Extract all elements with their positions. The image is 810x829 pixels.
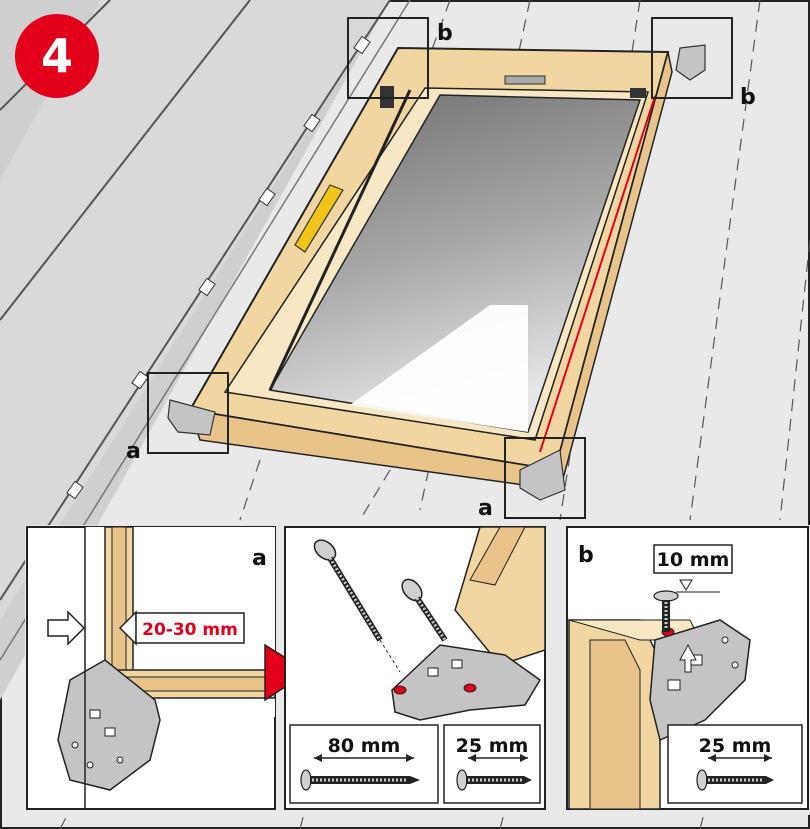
detail-b-panel: 10 mm b 25 mm xyxy=(566,526,809,810)
callout-boxes xyxy=(147,17,733,519)
screw-b-side-icon xyxy=(696,769,774,791)
screw-b-icon xyxy=(653,590,679,632)
detail-screws-panel: 80 mm 25 mm xyxy=(284,526,546,810)
callout-label-a-left: a xyxy=(126,439,141,464)
screw-80-icon xyxy=(313,539,401,673)
arrow-up-icon xyxy=(679,643,697,673)
gap-measure-text: 20-30 mm xyxy=(142,620,238,640)
screw-25-label: 25 mm xyxy=(456,735,529,757)
screw-25-icon xyxy=(401,578,448,642)
callout-label-b-top: b xyxy=(437,21,453,46)
callout-label-b-right: b xyxy=(740,85,756,110)
arrow-down-icon xyxy=(679,579,693,591)
screw-80-side-icon xyxy=(300,769,420,791)
gap-measure-box xyxy=(135,612,245,644)
step-badge xyxy=(15,14,99,98)
detail-a-label: a xyxy=(252,546,267,571)
screw-b-25-label: 25 mm xyxy=(699,735,772,757)
spirit-level-icon xyxy=(294,184,344,253)
screw-80-label: 80 mm xyxy=(328,735,401,757)
detail-b-label: b xyxy=(578,543,594,568)
detail-a-panel: 20-30 mm a xyxy=(26,526,310,810)
roof-window-frame xyxy=(188,46,673,493)
screw-25-side-icon xyxy=(456,769,532,791)
arrow-right-icon xyxy=(47,610,86,646)
depth-measure-text: 10 mm xyxy=(657,549,730,571)
depth-measure-box xyxy=(653,544,733,574)
callout-label-a-bottom: a xyxy=(478,496,493,521)
step-number: 4 xyxy=(41,29,73,83)
frame-brackets xyxy=(167,44,706,501)
